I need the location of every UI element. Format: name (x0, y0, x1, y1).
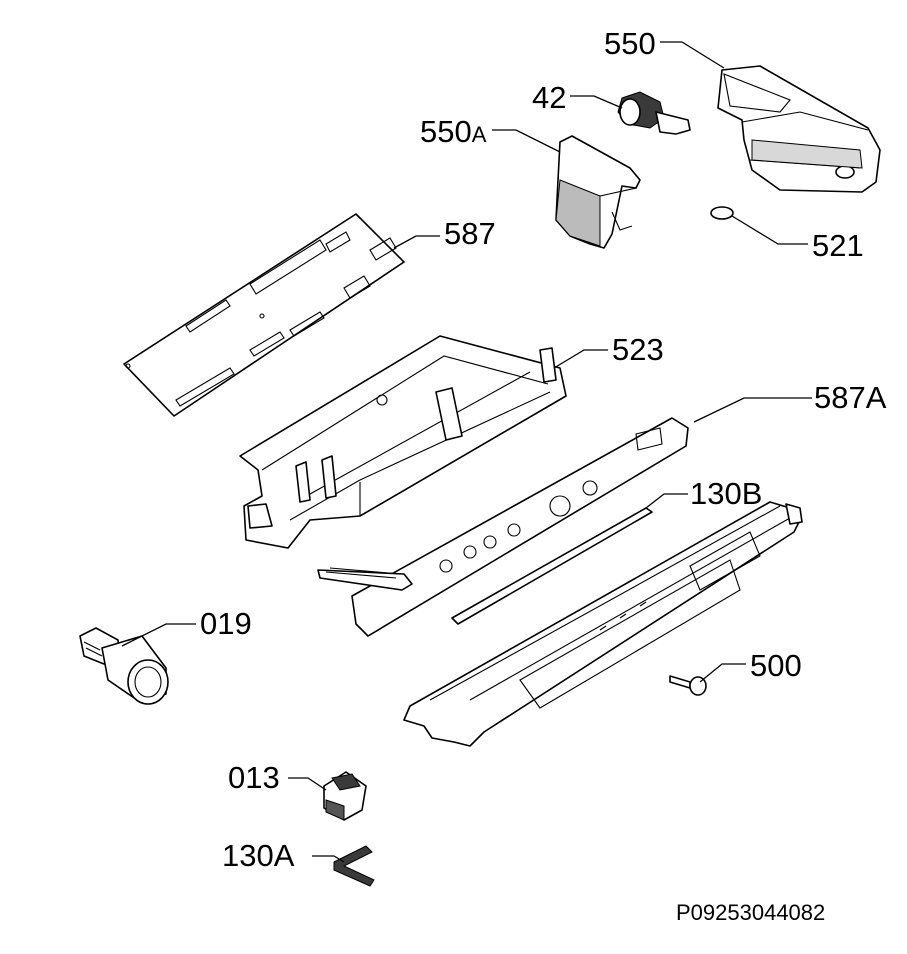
part-label-550a: 550A (420, 114, 487, 149)
part-013-drawing (323, 771, 367, 821)
part-label-521: 521 (812, 228, 864, 263)
part-label-019: 019 (200, 606, 252, 641)
housing-drawing (403, 501, 803, 747)
part-label-42: 42 (532, 80, 567, 115)
leader-lines (121, 41, 812, 863)
part-587-drawing (123, 213, 405, 417)
part-523-drawing (239, 335, 567, 549)
part-label-587: 587 (444, 216, 496, 251)
part-130a-drawing (333, 845, 375, 887)
part-521-drawing (710, 206, 734, 220)
part-550-drawing (717, 65, 881, 193)
drawing-code: P09253044082 (676, 900, 826, 925)
part-500-drawing (669, 675, 707, 696)
part-42-drawing (617, 91, 691, 135)
part-label-523: 523 (612, 332, 664, 367)
part-550a-drawing (555, 135, 641, 249)
part-label-587a: 587A (814, 380, 887, 415)
part-130b-drawing (451, 507, 653, 625)
part-label-013: 013 (228, 760, 280, 795)
part-019-drawing (79, 627, 169, 705)
part-label-550: 550 (604, 26, 656, 61)
part-587a-drawing (317, 417, 689, 637)
part-label-130b: 130B (690, 476, 763, 511)
part-label-130a: 130A (222, 838, 295, 873)
part-label-500: 500 (750, 648, 802, 683)
